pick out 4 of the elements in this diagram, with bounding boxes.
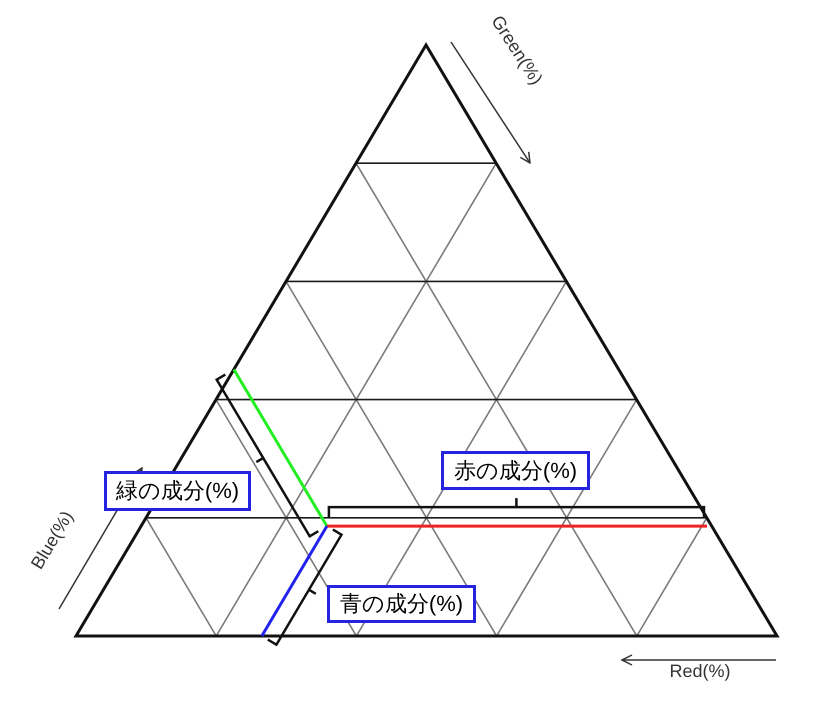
callout-label: 緑の成分(%) [104, 471, 251, 511]
callout-label: 赤の成分(%) [441, 451, 590, 490]
callout-label: 青の成分(%) [327, 585, 476, 623]
axis-label: Red(%) [670, 662, 730, 680]
